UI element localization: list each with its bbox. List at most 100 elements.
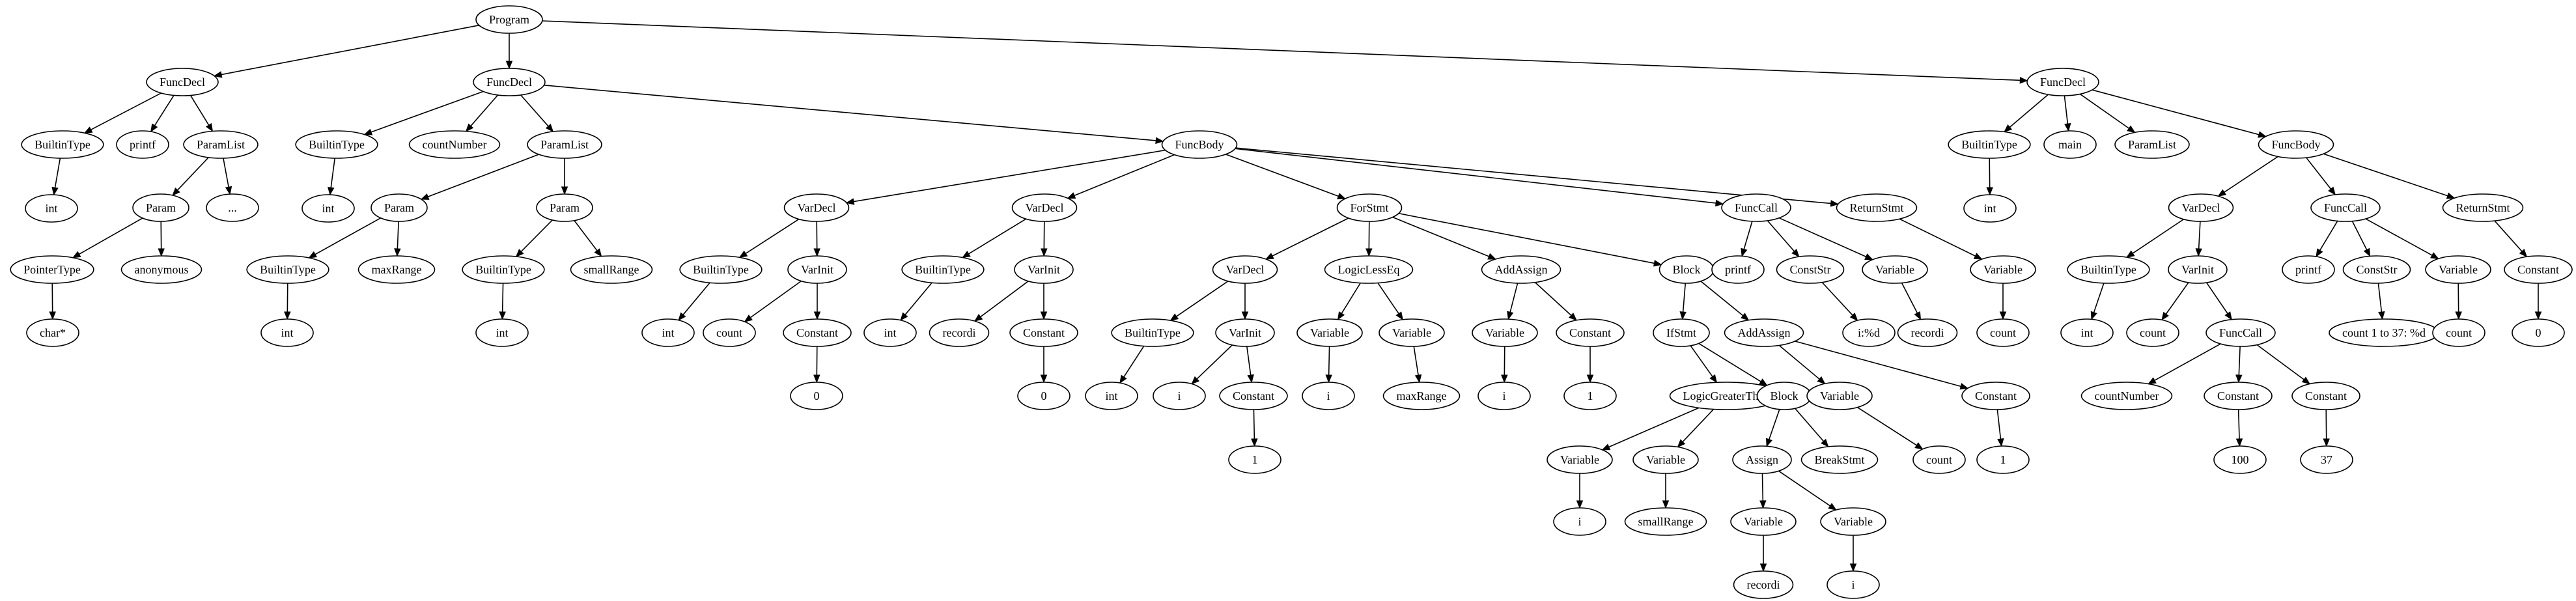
node-label: LogicLessEq [1338,263,1400,276]
edge-line [2092,89,2260,135]
node-label: VarDecl [2182,201,2220,214]
edge-line [315,217,382,255]
node-label: VarInit [1028,263,1060,276]
edge-arrowhead [1759,378,1768,386]
tree-edge [1119,346,1145,384]
edge-line [1392,216,1489,257]
node-ellipse [1011,193,1078,222]
edge-line [1074,154,1175,197]
node-ellipse [1624,507,1707,536]
tree-edge [1040,346,1048,384]
edge-arrowhead [1828,503,1837,510]
edge-arrowhead [744,314,753,322]
node-ellipse [2512,318,2565,347]
tree-node-0: 0 [1017,382,1071,410]
tree-edge [363,91,484,135]
tree-node-constant: Constant [783,318,852,347]
tree-edge [1398,212,1662,267]
tree-edge [150,94,175,133]
node-ellipse [2258,130,2334,159]
node-ellipse [783,318,852,347]
tree-node-0: 0 [790,382,843,410]
node-label: int [1105,389,1117,402]
node-ellipse [1085,382,1138,410]
tree-edge [1377,283,1404,320]
edge-arrowhead [1568,313,1577,321]
tree-node-count: count [1976,318,2030,347]
node-ellipse [2126,318,2179,347]
edge-arrowhead [1169,313,1179,321]
node-label: printf [2295,263,2321,276]
tree-node-returnstmt: ReturnStmt [2442,193,2524,222]
edge-arrowhead [2316,248,2323,258]
tree-node-vardecl: VarDecl [2168,193,2234,222]
edge-line [2165,282,2189,314]
node-label: ReturnStmt [2456,201,2510,214]
node-ellipse [2432,318,2485,347]
tree-node-funcdecl: FuncDecl [2026,68,2099,96]
tree-node-variable: Variable [1862,255,1928,284]
node-ellipse [2342,255,2411,284]
edge-line [2009,94,2049,128]
tree-edge [2316,221,2338,258]
node-ellipse [1632,445,1699,474]
node-label: Variable [1875,263,1914,276]
edge-line [520,219,553,252]
node-label: Variable [1310,326,1349,339]
tree-edge [1778,344,1826,385]
edge-arrowhead [1849,313,1858,322]
node-label: ConstStr [2356,263,2397,276]
node-ellipse [1219,382,1288,410]
tree-node-maxrange: maxRange [1382,382,1461,410]
node-ellipse [1553,507,1606,536]
tree-edge [1849,535,1857,572]
tree-node-variable: Variable [1730,507,1797,536]
edge-line [904,282,932,315]
edge-arrowhead [1677,439,1686,448]
node-label: Variable [1646,453,1685,466]
edge-arrowhead [515,249,524,257]
edge-arrowhead [2019,77,2028,84]
tree-node-conststr: ConstStr [1776,255,1845,284]
edge-arrowhead [1325,374,1332,384]
node-label: BuiltinType [1125,326,1181,339]
edge-arrowhead [1251,438,1258,447]
tree-node-block: Block [1756,382,1812,410]
tree-edge [744,280,802,322]
node-label: BuiltinType [915,263,971,276]
edge-arrowhead [2363,247,2371,257]
node-label: VarInit [1229,326,1261,339]
edge-arrowhead [49,311,56,320]
node-ellipse [1961,382,2030,410]
tree-edge [2351,221,2371,257]
tree-node-1: 1 [1976,445,2030,474]
edge-line [1761,473,1764,501]
tree-node-1: 1 [1228,445,1281,474]
edge-line [397,221,399,249]
edge-arrowhead [1986,187,1993,196]
tree-edge [49,283,56,320]
tree-edge [2534,283,2542,320]
node-ellipse [1563,382,1617,410]
tree-node-assign: Assign [1732,445,1792,474]
edge-line [2494,220,2523,252]
node-ellipse [1721,193,1791,222]
node-ellipse [641,318,695,347]
node-label: ReturnStmt [1849,201,1903,214]
node-label: VarInit [801,263,833,276]
node-ellipse [1014,255,1074,284]
node-ellipse [2114,130,2190,159]
tree-node-node: ... [206,193,259,222]
node-ellipse [462,255,545,284]
tree-node-variable: Variable [1547,445,1613,474]
edge-line [1413,346,1419,376]
edge-line [1769,409,1780,440]
tree-edge [520,94,554,133]
tree-edge [1501,346,1508,384]
tree-node-funcbody: FuncBody [1161,130,1238,159]
node-label: i [1326,389,1330,402]
edge-arrowhead [1999,311,2007,320]
edge-line [1795,341,1961,387]
tree-edge [394,221,401,257]
node-ellipse [783,193,850,222]
